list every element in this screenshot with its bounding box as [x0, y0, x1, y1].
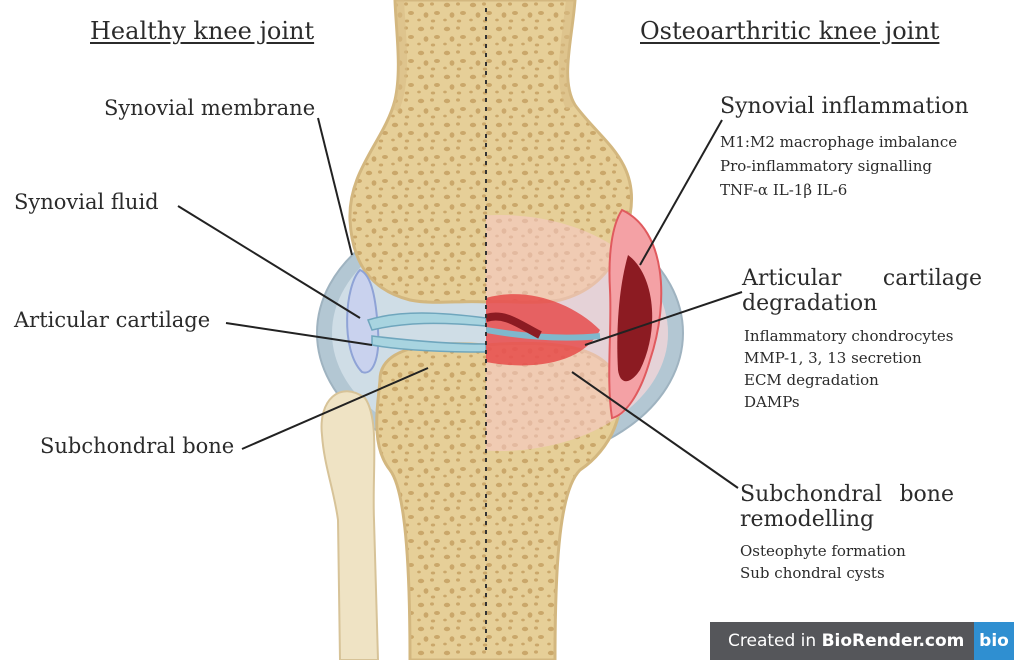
oa-knee-heading: Osteoarthritic knee joint	[640, 17, 939, 45]
label-bone-remodelling: Subchondral bone remodelling	[740, 482, 954, 532]
detail-line: MMP-1, 3, 13 secretion	[744, 347, 953, 369]
label-bone-remodelling-line2: remodelling	[740, 507, 954, 532]
biorender-logo-icon: bio	[974, 622, 1014, 660]
detail-line: Pro-inflammatory signalling	[720, 154, 957, 178]
detail-synovial-inflammation: M1:M2 macrophage imbalance Pro-inflammat…	[720, 130, 957, 202]
label-subchondral-bone: Subchondral bone	[40, 434, 234, 458]
detail-line: Inflammatory chondrocytes	[744, 325, 953, 347]
detail-cartilage-degradation: Inflammatory chondrocytes MMP-1, 3, 13 s…	[744, 325, 953, 413]
leader-synovial-fluid	[178, 206, 360, 318]
leader-synovial-membrane	[318, 118, 352, 255]
credit-prefix: Created in	[728, 631, 822, 651]
detail-line: Osteophyte formation	[740, 540, 906, 562]
healthy-knee-heading: Healthy knee joint	[90, 17, 314, 45]
credit-brand: BioRender.com	[822, 631, 965, 651]
detail-line: TNF-α IL-1β IL-6	[720, 178, 957, 202]
label-articular-cartilage: Articular cartilage	[14, 308, 210, 332]
label-cartilage-degradation-line2: degradation	[742, 291, 982, 316]
detail-line: ECM degradation	[744, 369, 953, 391]
biorender-credit-badge[interactable]: Created in BioRender.com bio	[710, 622, 1014, 660]
credit-text: Created in BioRender.com	[710, 631, 964, 651]
detail-line: Sub chondral cysts	[740, 562, 906, 584]
label-synovial-membrane: Synovial membrane	[104, 96, 315, 120]
detail-line: DAMPs	[744, 391, 953, 413]
word: bone	[899, 482, 954, 507]
label-synovial-fluid: Synovial fluid	[14, 190, 159, 214]
word: Subchondral	[740, 482, 882, 507]
word: cartilage	[883, 266, 982, 291]
label-synovial-inflammation: Synovial inflammation	[720, 94, 969, 119]
label-cartilage-degradation: Articular cartilage degradation	[742, 266, 982, 316]
label-cartilage-degradation-line1: Articular cartilage	[742, 266, 982, 291]
leader-synovial-inflammation	[640, 120, 722, 265]
detail-line: M1:M2 macrophage imbalance	[720, 130, 957, 154]
word: Articular	[742, 266, 841, 291]
detail-bone-remodelling: Osteophyte formation Sub chondral cysts	[740, 540, 906, 584]
fibula	[322, 391, 378, 660]
label-bone-remodelling-line1: Subchondral bone	[740, 482, 954, 507]
